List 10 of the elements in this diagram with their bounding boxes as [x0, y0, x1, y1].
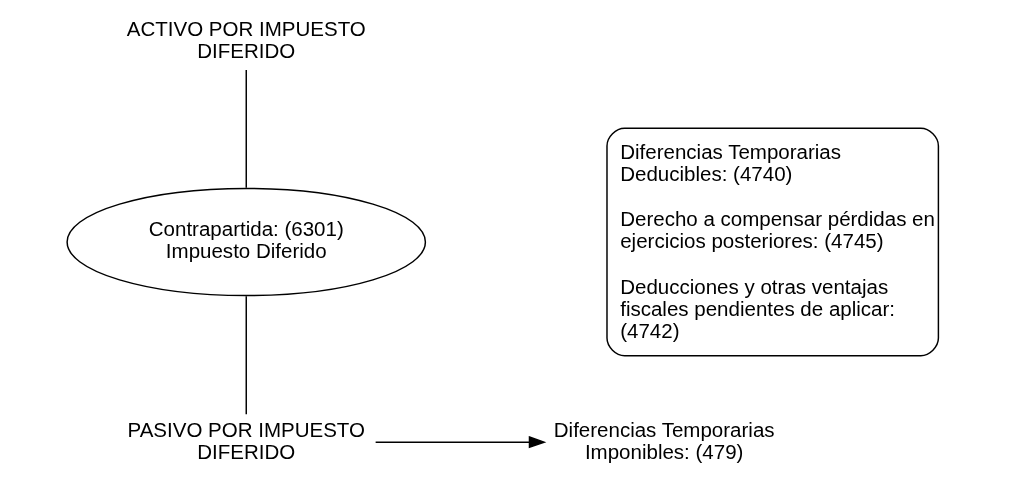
node-text: Diferencias Temporarias Imponibles: (479) [553, 417, 775, 463]
node-ellipse: Contrapartida: (6301) Impuesto Diferido [66, 187, 427, 297]
connector [245, 295, 247, 416]
connector [245, 69, 247, 189]
arrow [374, 436, 547, 449]
label: Derecho a compensar pérdidas en ejercicios posteriores: (4745) [620, 207, 935, 253]
node-text: PASIVO POR IMPUESTO DIFERIDO [127, 417, 366, 463]
label: Deducciones y otras ventajas fiscales pendientes de aplicar: (4742) [620, 274, 896, 342]
node-text: ACTIVO POR IMPUESTO DIFERIDO [126, 17, 366, 63]
label: Diferencias Temporarias Deducibles: (4740) [620, 139, 842, 185]
